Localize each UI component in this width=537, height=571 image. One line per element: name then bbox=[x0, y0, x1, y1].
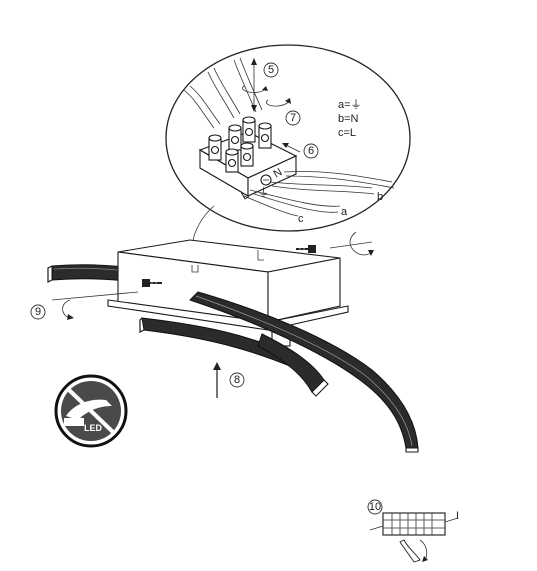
input-wires bbox=[183, 57, 263, 129]
step-8-badge bbox=[229, 372, 245, 388]
terminal-mark-l: L bbox=[240, 189, 251, 202]
luminaire: 8 9 bbox=[30, 231, 419, 453]
terminal-block: ⏚ N L bbox=[198, 116, 298, 203]
wire-label-c: c bbox=[298, 213, 304, 225]
terminal-strip-cells bbox=[383, 513, 445, 535]
inner-arm bbox=[257, 333, 329, 397]
terminal-post-6 bbox=[225, 148, 239, 173]
wiring-detail-bubble: ⏚ N L a b c 5 7 bbox=[165, 44, 411, 263]
legend-a: a=⏚ bbox=[338, 98, 362, 111]
detail-leader-line bbox=[189, 205, 215, 263]
step-5-number: 5 bbox=[268, 64, 274, 76]
step-6-marker: 6 bbox=[282, 143, 319, 159]
step-10-badge bbox=[367, 499, 383, 515]
step-8-marker: 8 bbox=[213, 362, 245, 398]
left-screw-icon bbox=[142, 279, 162, 287]
finger-icon bbox=[399, 539, 421, 563]
wire-label-b: b bbox=[377, 191, 383, 203]
right-screw-icon bbox=[296, 245, 316, 253]
right-arm bbox=[189, 291, 419, 453]
legend-b: b=N bbox=[338, 113, 359, 125]
step-9-badge bbox=[30, 304, 46, 320]
wire-label-a: a bbox=[341, 206, 348, 218]
legend-c: c=L bbox=[338, 127, 356, 139]
detail-10: 10 I bbox=[367, 499, 459, 563]
terminal-post-1 bbox=[208, 134, 222, 161]
step-9-marker: 9 bbox=[30, 291, 139, 320]
step-7-marker: 7 bbox=[266, 98, 301, 126]
step-10-number: 10 bbox=[369, 501, 381, 513]
detail-10-label: I bbox=[456, 510, 459, 522]
step-6-badge bbox=[303, 143, 319, 159]
screw-rotate-arrow-icon bbox=[329, 231, 374, 256]
step-5-marker: 5 bbox=[242, 58, 279, 112]
terminal-post-5 bbox=[240, 142, 254, 167]
terminal-post-4 bbox=[258, 122, 272, 149]
step-5-badge bbox=[263, 62, 279, 78]
output-wires bbox=[243, 171, 395, 217]
terminal-mark-earth: ⏚ bbox=[258, 186, 269, 199]
step-7-badge bbox=[285, 110, 301, 126]
step-7-number: 7 bbox=[290, 112, 296, 124]
step-8-number: 8 bbox=[234, 374, 240, 386]
no-led-replacement-badge: LED bbox=[54, 374, 128, 448]
no-led-badge-text: LED bbox=[84, 423, 103, 433]
wiring-legend: a=⏚ b=N c=L bbox=[338, 98, 362, 139]
terminal-post-2 bbox=[228, 124, 242, 151]
step-6-number: 6 bbox=[308, 145, 314, 157]
terminal-strip bbox=[382, 512, 446, 536]
terminal-post-3 bbox=[242, 116, 256, 143]
step-9-rotate-arrow-icon bbox=[62, 299, 73, 319]
step-9-number: 9 bbox=[35, 306, 41, 318]
